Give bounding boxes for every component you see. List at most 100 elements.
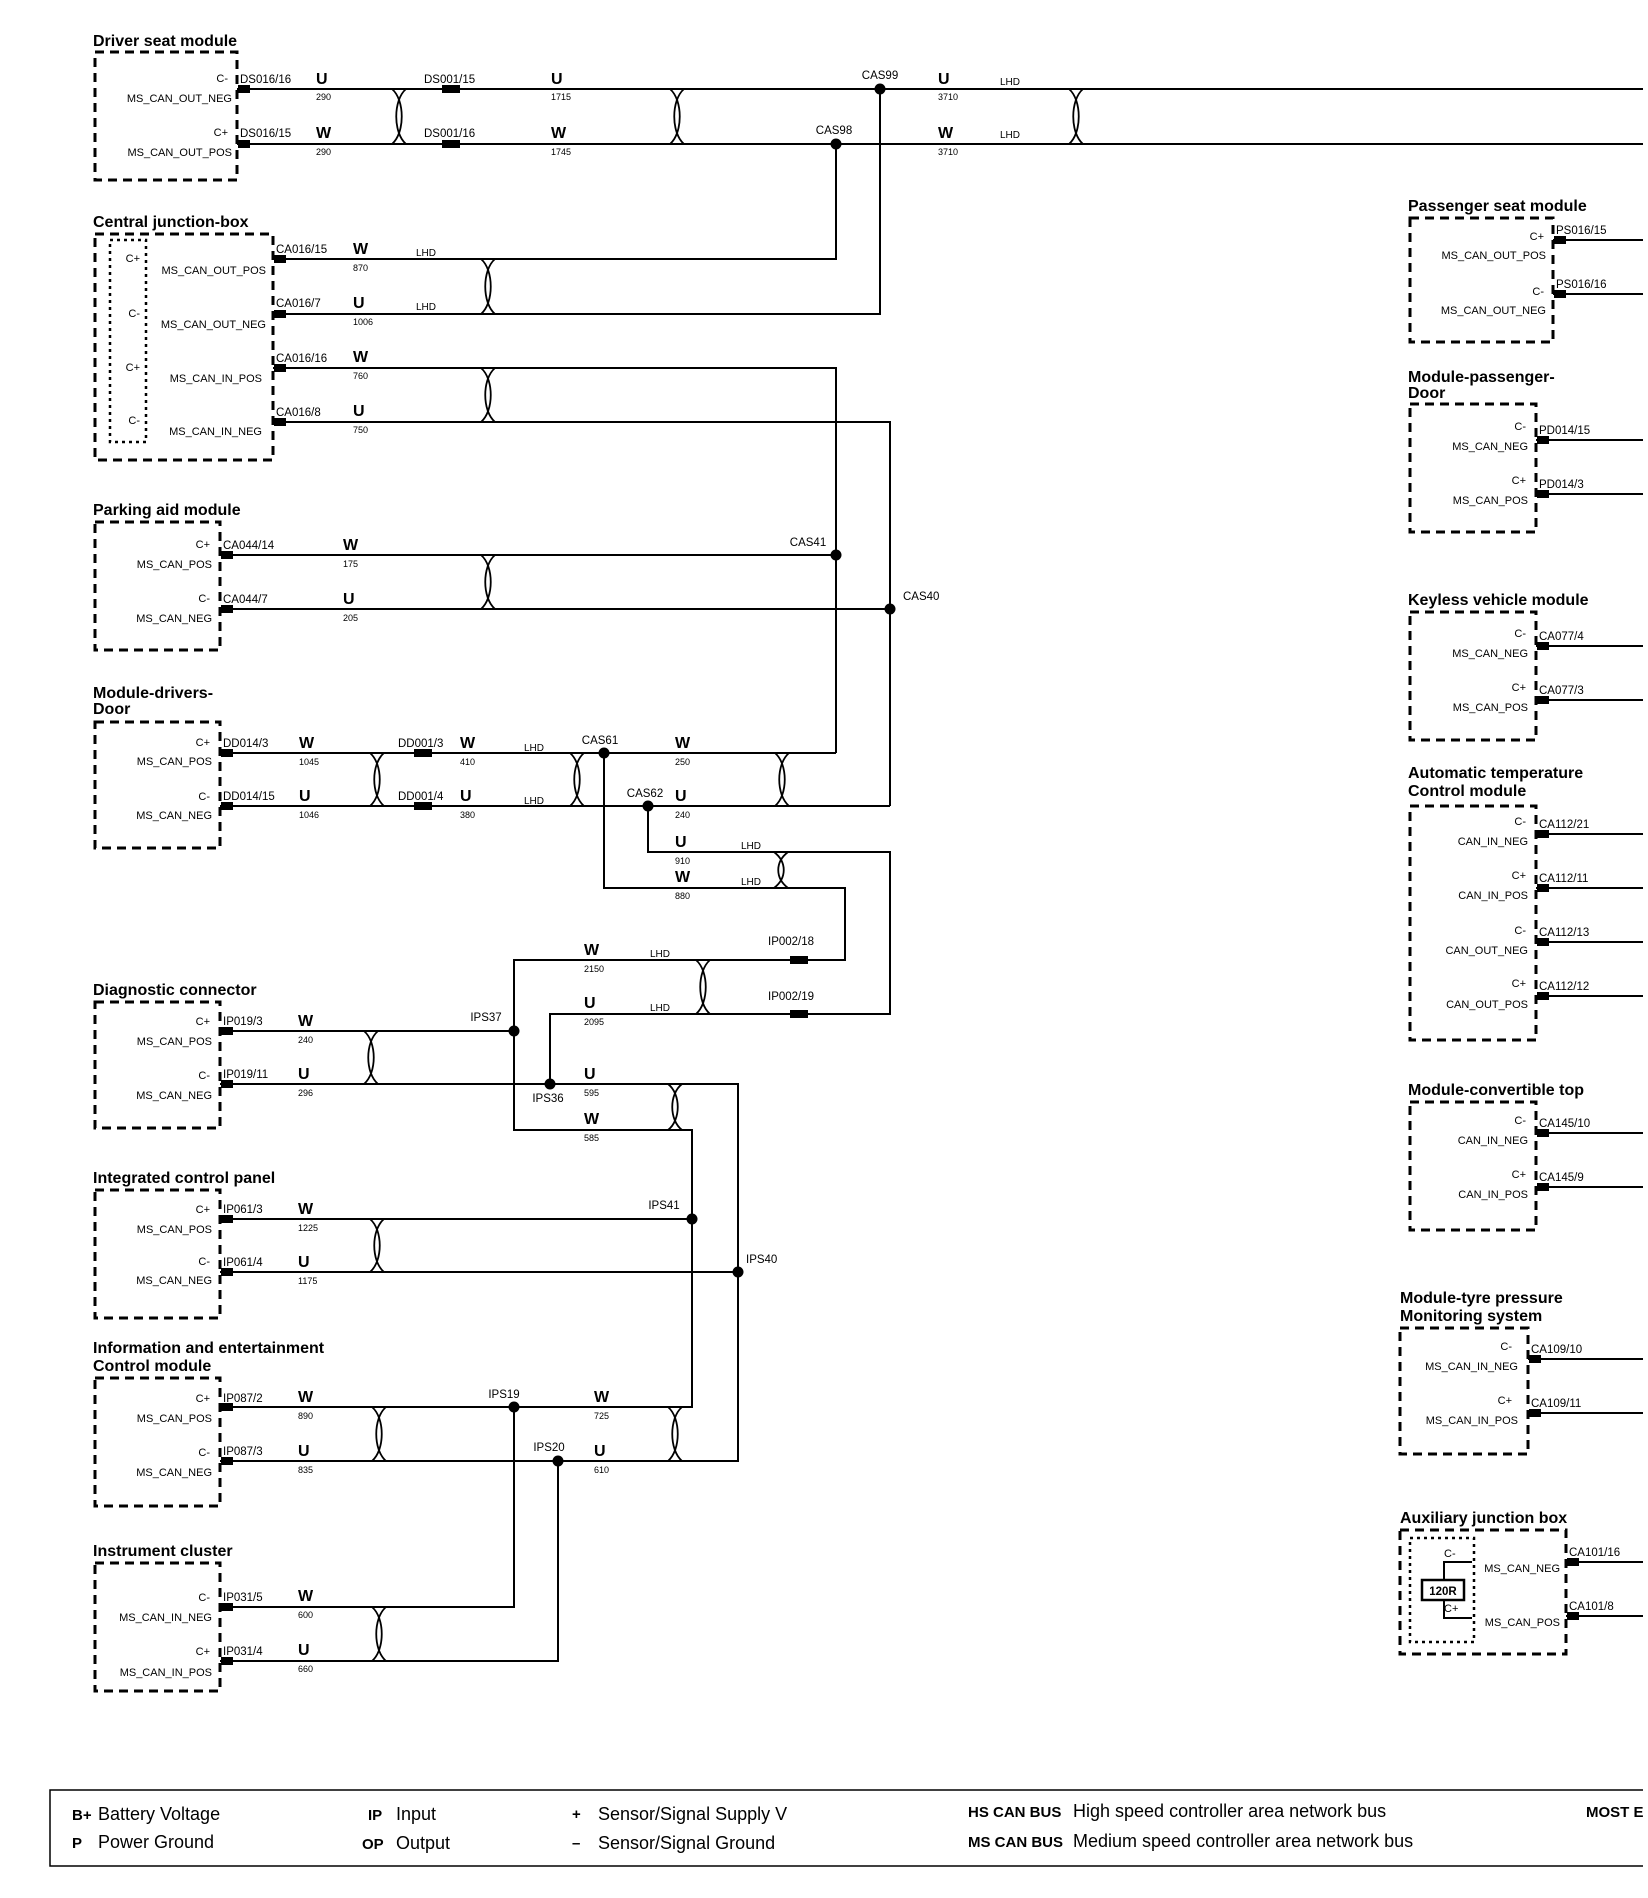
- terminal: [221, 1657, 233, 1665]
- conn-ip087-2: IP087/2: [223, 1393, 263, 1405]
- wire-colour: W: [551, 125, 567, 142]
- pin-pol: C+: [1498, 1395, 1512, 1407]
- pin-pol: C+: [1512, 1169, 1526, 1181]
- circuit-number: 1745: [551, 147, 571, 157]
- pin-name: MS_CAN_POS: [137, 1036, 212, 1048]
- aux-junction-title: Auxiliary junction box: [1400, 1510, 1567, 1527]
- wire-colour: U: [594, 1443, 606, 1460]
- legend: B+ Battery Voltage P Power Ground IP Inp…: [49, 1789, 1648, 1867]
- twist-pair: [569, 752, 585, 807]
- wire-ct-stubs: [1536, 1132, 1648, 1188]
- lhd-label: LHD: [650, 949, 670, 960]
- conn-ca109-10: CA109/10: [1531, 1344, 1582, 1356]
- twist-pair: [391, 88, 407, 145]
- pin-name: MS_CAN_IN_POS: [1426, 1415, 1518, 1427]
- splice-dot-cas99: [874, 83, 886, 95]
- wire-colour: U: [343, 591, 355, 608]
- terminal: [414, 749, 432, 757]
- legend-op-key: OP: [362, 1836, 384, 1853]
- pin-name: MS_CAN_OUT_NEG: [161, 319, 266, 331]
- wire-aux-stubs: [1566, 1561, 1648, 1617]
- legend-hs-val: High speed controller area network bus: [1073, 1801, 1386, 1821]
- pin-pol: C-: [198, 791, 210, 803]
- pin-name: MS_CAN_NEG: [136, 613, 212, 625]
- infotainment-title-2: Control module: [93, 1358, 211, 1375]
- pin-pol: C+: [126, 362, 140, 374]
- resistor-label: 120R: [1429, 1586, 1457, 1598]
- terminal: [274, 418, 286, 426]
- terminal: [221, 1080, 233, 1088]
- driver-seat-title: Driver seat module: [93, 33, 237, 50]
- conn-ca016-15: CA016/15: [276, 244, 327, 256]
- terminal: [1537, 938, 1549, 946]
- terminal: [221, 802, 233, 810]
- wire-cj-in-neg: [273, 421, 891, 806]
- wire-colour: U: [298, 1443, 310, 1460]
- terminal: [221, 1457, 233, 1465]
- wire-info-pos: [220, 1219, 693, 1408]
- pin-name: MS_CAN_POS: [137, 756, 212, 768]
- terminal: [414, 802, 432, 810]
- terminal: [1529, 1355, 1541, 1363]
- wire-atc-stubs: [1536, 833, 1648, 997]
- pin-name: MS_CAN_IN_POS: [120, 1667, 212, 1679]
- pin-name: MS_CAN_OUT_POS: [161, 265, 266, 277]
- splice-ips36: IPS36: [532, 1093, 563, 1105]
- circuit-number: 595: [584, 1088, 599, 1098]
- pin-name: MS_CAN_NEG: [1484, 1563, 1560, 1575]
- circuit-number: 3710: [938, 147, 958, 157]
- lhd-labels: LHD LHD LHD LHD LHD LHD LHD LHD LHD LHD: [416, 77, 1020, 1014]
- pin-pol: C+: [196, 1393, 210, 1405]
- wire-colour: U: [353, 295, 365, 312]
- pin-name: MS_CAN_OUT_NEG: [1441, 305, 1546, 317]
- twist-pair: [371, 1606, 387, 1662]
- circuit-number: 250: [675, 757, 690, 767]
- atc-title-1: Automatic temperature: [1408, 765, 1583, 782]
- wire-ps-stubs: [1553, 239, 1648, 295]
- wire-colour: U: [551, 71, 563, 88]
- splice-cas62: CAS62: [627, 788, 663, 800]
- wire-cj-in-pos: [273, 367, 837, 753]
- conn-ip002-19: IP002/19: [768, 991, 814, 1003]
- pin-pol: C+: [126, 253, 140, 265]
- pin-pol: C+: [196, 737, 210, 749]
- conn-ca145-10: CA145/10: [1539, 1118, 1590, 1130]
- atc-box: [1408, 804, 1538, 1042]
- wire-colour: W: [938, 125, 954, 142]
- splice-cas98: CAS98: [816, 125, 852, 137]
- pin-pol: C+: [1512, 475, 1526, 487]
- pin-pol: C-: [1500, 1341, 1512, 1353]
- conn-ds001-15: DS001/15: [424, 74, 475, 86]
- wire-colour: W: [353, 241, 369, 258]
- legend-p-val: Power Ground: [98, 1832, 214, 1852]
- circuit-number: 760: [353, 371, 368, 381]
- terminal: [442, 85, 460, 93]
- circuit-number: 910: [675, 856, 690, 866]
- circuit-number: 880: [675, 891, 690, 901]
- wire-colour: W: [675, 869, 691, 886]
- pin-name: CAN_OUT_POS: [1446, 999, 1528, 1011]
- pin-pol: C-: [128, 308, 140, 320]
- circuit-number: 1225: [298, 1223, 318, 1233]
- conn-ca101-16: CA101/16: [1569, 1547, 1620, 1559]
- conn-dd001-4: DD001/4: [398, 791, 444, 803]
- splices: CAS99 CAS98 CAS41 CAS40 CAS61 CAS62 IPS3…: [470, 70, 939, 1467]
- lhd-label: LHD: [416, 302, 436, 313]
- pin-pol: C+: [1512, 978, 1526, 990]
- twist-pair: [480, 258, 496, 315]
- legend-minus-key: –: [572, 1835, 580, 1852]
- wire-colour: W: [298, 1389, 314, 1406]
- wire-colour: U: [298, 1066, 310, 1083]
- wire-colour: W: [299, 735, 315, 752]
- pin-name: MS_CAN_POS: [1453, 702, 1528, 714]
- splice-dot-cas98: [830, 138, 842, 150]
- twist-pair: [773, 851, 789, 889]
- pin-pol: C-: [1514, 816, 1526, 828]
- conn-ds016-15: DS016/15: [240, 128, 291, 140]
- pin-pol: C+: [1444, 1603, 1458, 1615]
- pin-name: CAN_IN_NEG: [1458, 1135, 1528, 1147]
- twist-pair: [369, 1218, 385, 1273]
- conn-ps016-16: PS016/16: [1556, 279, 1607, 291]
- splice-dot-ips41: [686, 1213, 698, 1225]
